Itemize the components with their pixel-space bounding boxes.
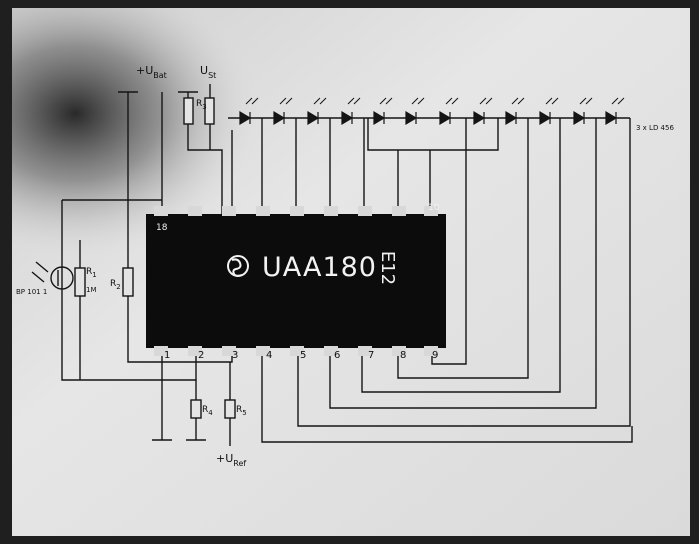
label-phototransistor: BP 101 1 bbox=[16, 288, 47, 296]
pin-4: 4 bbox=[266, 350, 272, 361]
pin-1: 1 bbox=[164, 350, 170, 361]
chip-top-pin-10: 10 bbox=[428, 203, 440, 213]
pin-3: 3 bbox=[232, 350, 238, 361]
chip-part-number: UAA180 bbox=[262, 252, 377, 283]
label-led-part: 3 x LD 456 bbox=[636, 124, 674, 132]
led-3 bbox=[307, 110, 320, 126]
labels: +UBat USt +URef BP 101 1 R1 1M R2 R3 R4 … bbox=[16, 64, 674, 468]
phototransistor bbox=[31, 261, 74, 290]
led-9 bbox=[505, 110, 518, 126]
bottom-pin-numbers: 1 2 3 4 5 6 7 8 9 bbox=[164, 350, 438, 361]
led-12 bbox=[605, 110, 618, 126]
led-2 bbox=[273, 110, 286, 126]
pin-6: 6 bbox=[334, 350, 340, 361]
chip-marking: E12 bbox=[377, 251, 398, 285]
led-arrows bbox=[245, 97, 625, 105]
led-11 bbox=[573, 110, 586, 126]
label-r4: R4 bbox=[202, 405, 213, 417]
pin-5: 5 bbox=[300, 350, 306, 361]
led-4 bbox=[341, 110, 354, 126]
led-array bbox=[239, 110, 618, 126]
pin-7: 7 bbox=[368, 350, 374, 361]
led-5 bbox=[373, 110, 386, 126]
resistor-r5 bbox=[224, 399, 236, 419]
siemens-logo bbox=[227, 255, 249, 277]
led-8 bbox=[473, 110, 486, 126]
led-6 bbox=[405, 110, 418, 126]
label-r5: R5 bbox=[236, 405, 247, 417]
led-1 bbox=[239, 110, 252, 126]
resistor-r1 bbox=[74, 267, 86, 297]
pin-2: 2 bbox=[198, 350, 204, 361]
resistor-r2 bbox=[122, 267, 134, 297]
ic-chip: UAA180 E12 18 10 bbox=[146, 203, 446, 356]
label-r1: R1 bbox=[86, 267, 97, 279]
led-10 bbox=[539, 110, 552, 126]
pin-9: 9 bbox=[432, 350, 438, 361]
resistor-r4 bbox=[190, 399, 202, 419]
resistor-rst bbox=[204, 97, 215, 125]
resistor-r3 bbox=[183, 97, 194, 125]
label-uref: +URef bbox=[216, 452, 246, 468]
pin-8: 8 bbox=[400, 350, 406, 361]
resistors bbox=[74, 97, 236, 419]
label-r1-value: 1M bbox=[86, 286, 97, 294]
led-7 bbox=[439, 110, 452, 126]
label-ust: USt bbox=[200, 64, 216, 80]
wiring bbox=[61, 84, 633, 446]
chip-top-pin-18: 18 bbox=[156, 223, 168, 233]
label-ubat: +UBat bbox=[136, 64, 167, 80]
label-r3: R3 bbox=[196, 99, 207, 111]
label-r2: R2 bbox=[110, 279, 121, 291]
